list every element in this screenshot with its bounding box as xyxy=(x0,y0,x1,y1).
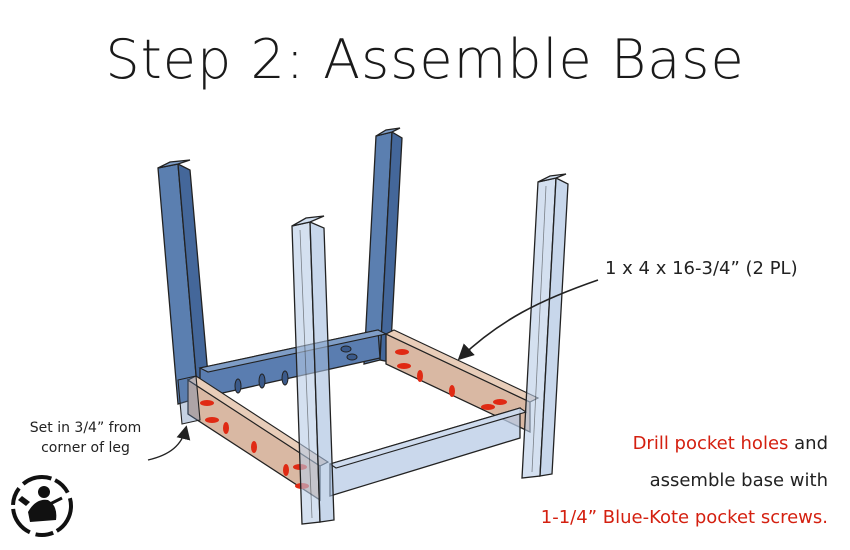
back-apron xyxy=(198,329,388,399)
pocket-hole xyxy=(251,441,257,453)
pocket-hole xyxy=(234,378,242,394)
right-apron xyxy=(384,329,540,434)
pocket-hole xyxy=(340,345,352,353)
apron-dimension-callout: 1 x 4 x 16-3/4” (2 PL) xyxy=(605,258,798,279)
instruction-line-2: assemble base with xyxy=(649,470,828,491)
pocket-hole xyxy=(449,385,455,397)
instruction-drill-text: Drill pocket holes xyxy=(632,433,789,454)
leg-front-left xyxy=(291,215,335,525)
leg-back-left-foot xyxy=(177,375,201,425)
pocket-hole xyxy=(493,399,507,405)
pocket-hole xyxy=(397,363,411,369)
leg-front-right xyxy=(521,173,569,479)
instruction-line-3: 1-1/4” Blue-Kote pocket screws. xyxy=(540,507,828,528)
instruction-line-1: Drill pocket holes and xyxy=(541,425,828,462)
leg-back-right xyxy=(363,127,403,365)
instruction-and-text: and xyxy=(788,433,828,454)
pocket-hole xyxy=(205,417,219,423)
pocket-hole xyxy=(281,370,289,386)
dimension-arrow xyxy=(457,279,599,361)
set-in-arrow xyxy=(147,425,191,461)
pocket-hole xyxy=(200,400,214,406)
set-in-callout: Set in 3/4” from corner of leg xyxy=(18,418,153,458)
pocket-hole xyxy=(223,422,229,434)
set-in-line-1: Set in 3/4” from xyxy=(29,420,142,436)
pocket-hole xyxy=(481,404,495,410)
pocket-hole xyxy=(283,464,289,476)
set-in-line-2: corner of leg xyxy=(41,440,130,456)
pocket-hole xyxy=(258,373,266,389)
pocket-hole xyxy=(417,370,423,382)
front-apron xyxy=(328,407,528,497)
pocket-hole xyxy=(395,349,409,355)
pocket-hole xyxy=(346,353,358,361)
woodworker-logo-icon xyxy=(11,475,73,537)
page-title: Step 2: Assemble Base xyxy=(105,28,745,91)
instructions: Drill pocket holes and assemble base wit… xyxy=(541,425,828,536)
